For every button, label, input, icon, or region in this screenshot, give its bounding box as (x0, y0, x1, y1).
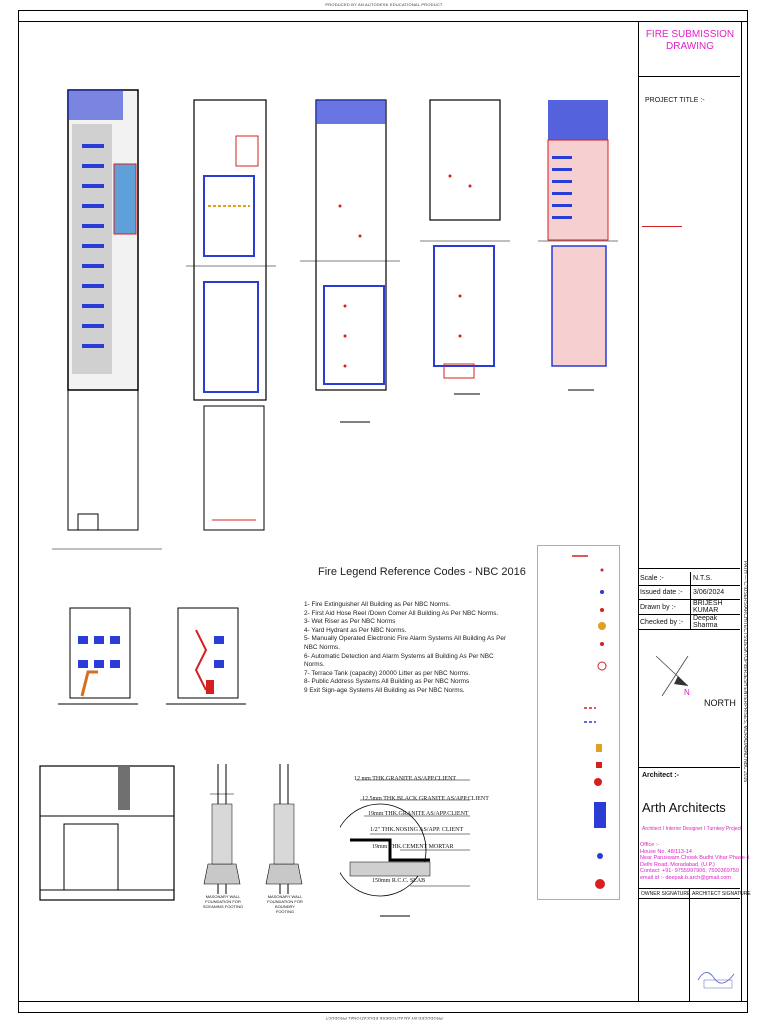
architect-signature-label: ARCHITECT SIGNATURE (692, 891, 751, 897)
legend-item: 3- Wet Riser as Per NBC Norms (304, 618, 396, 626)
site-plan-drawing (52, 89, 162, 550)
top-banner: PRODUCED BY AN AUTODESK EDUCATIONAL PROD… (325, 2, 443, 7)
north-arrow-icon (655, 655, 689, 697)
office-address: Office :- House No. 48/113-14 Near Parus… (640, 842, 750, 881)
legend-item: 7- Terrace Tank (capacity) 20000 Litter … (304, 669, 470, 677)
site-boundary-plan-drawing (39, 765, 175, 901)
detail-label-6: 150mm R.C.C. SLAB (372, 878, 426, 884)
project-title-underline (642, 226, 682, 227)
detail-label-5: 19mm THK.CEMENT MORTAR (372, 844, 454, 850)
wall-section-details-drawing (203, 764, 303, 894)
side-strip: PATH --- C:\USERS\ARCHITECTS\DESKTOP\BIR… (741, 21, 749, 1001)
legend-item: 5- Manually Operated Electronic Fire Ala… (304, 635, 507, 651)
legend-item: 1- Fire Extinguisher All Building as Per… (304, 601, 451, 608)
frame-inner-bottom (18, 1001, 748, 1002)
second-floor-plan-drawing (420, 99, 510, 395)
legend-item: 2- First Aid Hose Reel /Down Comer All B… (304, 609, 499, 617)
drawing-title: FIRE SUBMISSION DRAWING (645, 29, 735, 52)
symbol-legend-box (537, 545, 620, 900)
left-wall-caption: MASONARY WALL FOUNDATION FOR SCEANING FO… (202, 894, 244, 909)
frame-inner-top (18, 21, 748, 22)
front-elevation-drawing (58, 607, 138, 705)
legend-item: 6- Automatic Detection and Alarm Systems… (304, 652, 494, 669)
title-block-column (638, 21, 741, 1001)
first-floor-plan-drawing (300, 99, 400, 423)
detail-label-1: 12 mm THK.GRANITE AS/APP.CLIENT (354, 776, 457, 782)
fire-symbols-icon (572, 555, 607, 889)
owner-signature-label: OWNER SIGNATURE (641, 891, 691, 897)
info-table: Scale :-N.T.S. Issued date :-3/06/2024 D… (638, 572, 740, 630)
legend-item: 9 Exit Sign-age Systems All Building as … (304, 686, 465, 694)
project-title-label: PROJECT TITLE :- (645, 97, 705, 104)
architect-stamp (697, 972, 735, 989)
side-strip-text: PATH --- C:\USERS\ARCHITECTS\DESKTOP\BIR… (742, 561, 748, 783)
firm-tagline: Architect I Interior Designer I Turnkey … (642, 826, 742, 832)
section-drawing (166, 607, 246, 705)
north-letter: N (684, 688, 690, 697)
legend-list: 1- Fire Extinguisher All Building as Per… (304, 601, 516, 696)
drawing-frame (18, 10, 748, 1013)
detail-label-4: 1/2" THK.NOSING AS/APP. CLIENT (370, 827, 464, 833)
architect-label: Architect :- (642, 772, 679, 779)
firm-name: Arth Architects (642, 800, 726, 815)
legend-item: 8- Public Address Systems All Building a… (304, 678, 470, 686)
ground-floor-plan-drawing (186, 99, 276, 531)
detail-label-3: 19mm THK.GRANITE AS/APP.CLIENT (368, 811, 469, 817)
detail-label-2: 12.5mm THK.BLACK GRANITE AS/APP.CLIENT (362, 796, 489, 802)
right-wall-caption: MASONARY WALL FOUNDATION FOR BOUNDRY FOO… (267, 894, 303, 914)
legend-item: 4- Yard Hydrant as Per NBC Norms. (304, 626, 407, 634)
bottom-banner: PRODUCED BY AN AUTODESK EDUCATIONAL PROD… (325, 1016, 443, 1021)
terrace-plan-drawing (538, 100, 618, 391)
floor-detail-drawing (340, 779, 470, 917)
north-label: NORTH (704, 698, 736, 708)
legend-title: Fire Legend Reference Codes - NBC 2016 (318, 566, 526, 578)
